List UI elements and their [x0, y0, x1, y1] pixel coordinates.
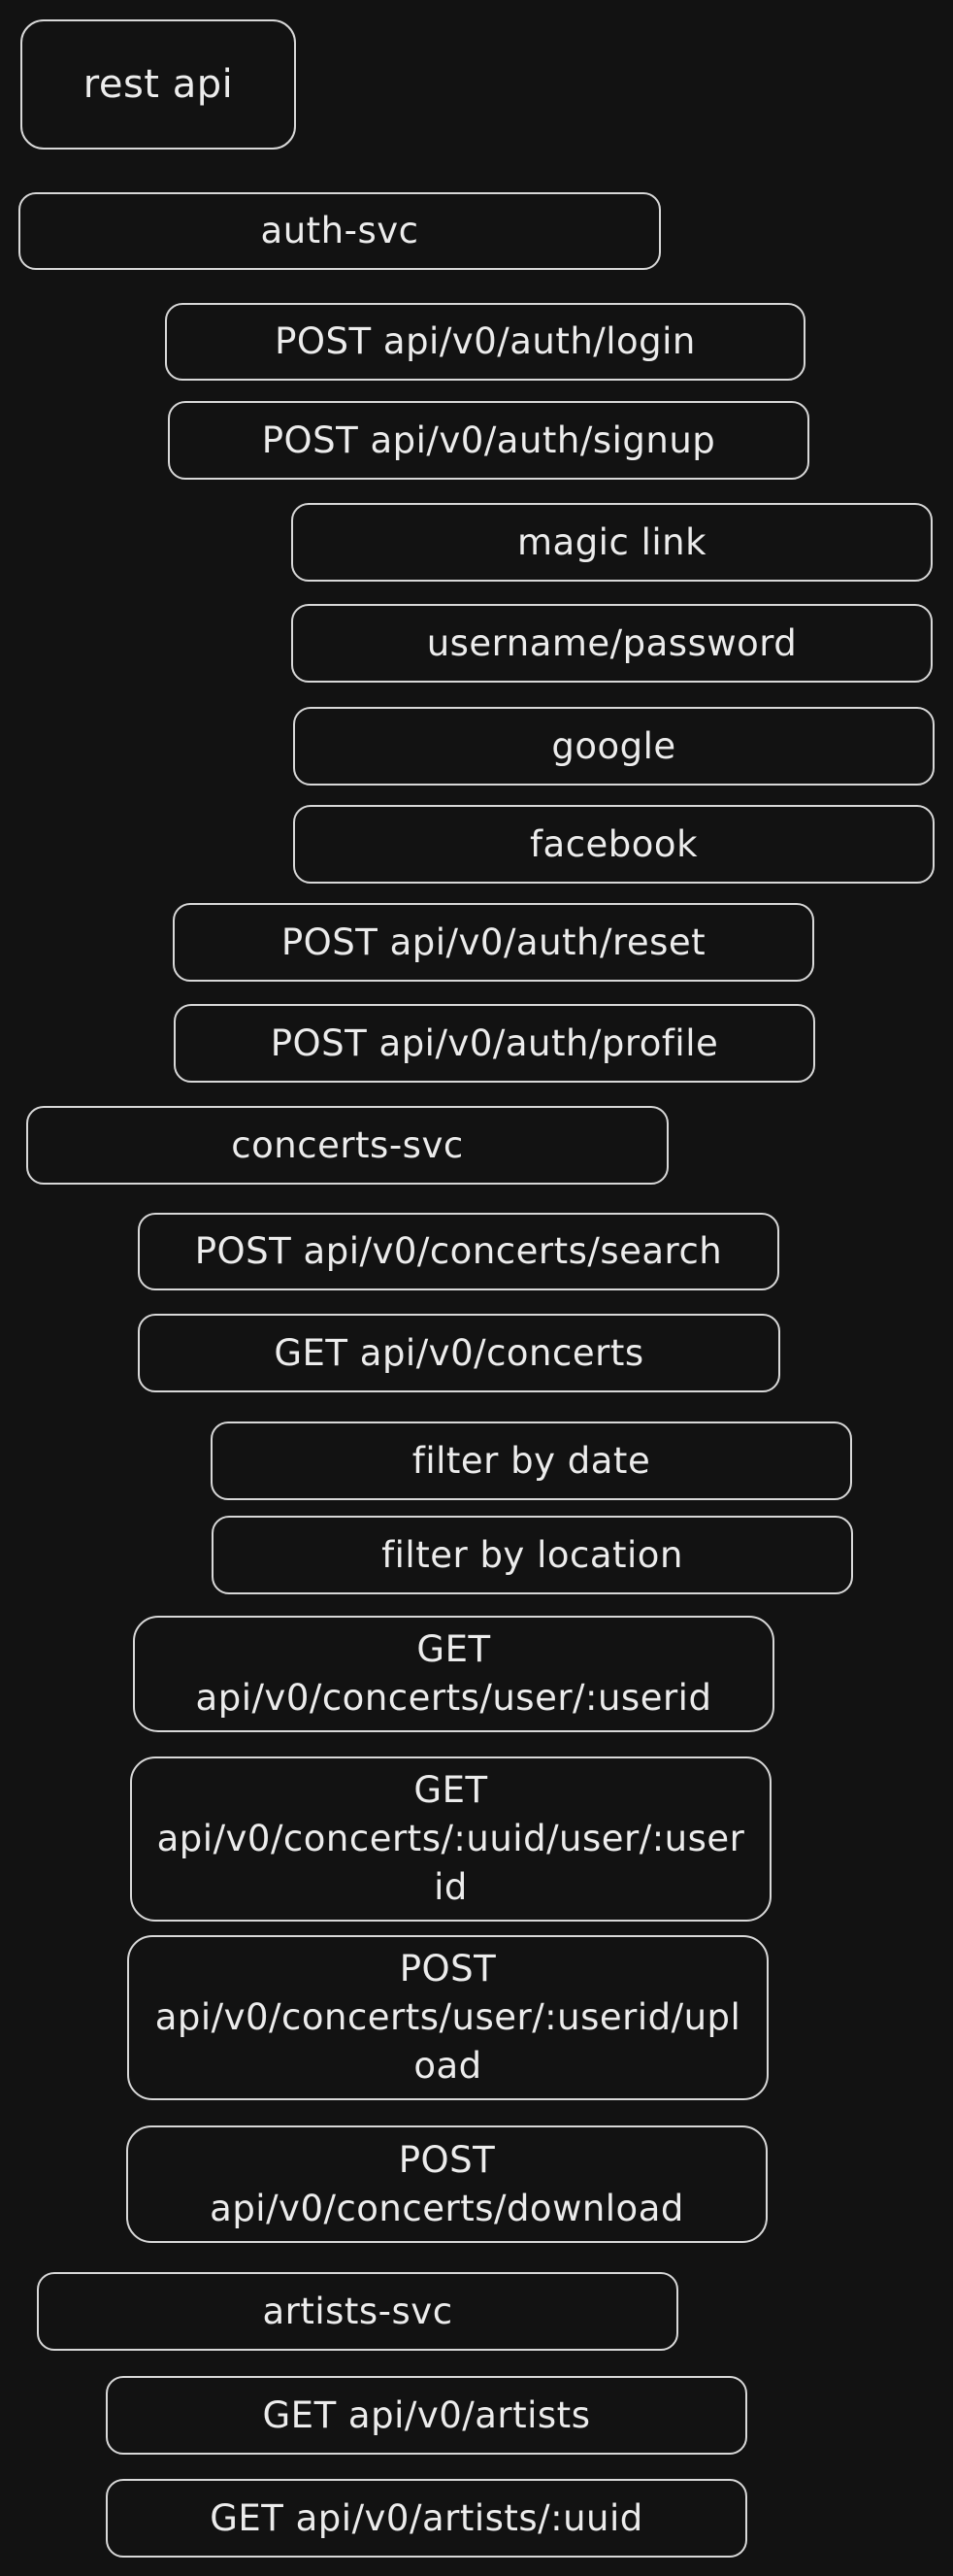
concerts-user-endpoint: GET api/v0/concerts/user/:userid — [133, 1616, 774, 1732]
auth-profile-endpoint: POST api/v0/auth/profile — [174, 1004, 815, 1083]
concerts-upload-endpoint: POST api/v0/concerts/user/:userid/upl oa… — [127, 1935, 769, 2100]
concerts-get-endpoint: GET api/v0/concerts — [138, 1314, 780, 1392]
concerts-uuid-user-endpoint: GET api/v0/concerts/:uuid/user/:user id — [130, 1756, 772, 1922]
artists-svc-node: artists-svc — [37, 2272, 678, 2351]
auth-svc-node: auth-svc — [18, 192, 661, 270]
artists-uuid-endpoint: GET api/v0/artists/:uuid — [106, 2479, 747, 2558]
concerts-search-endpoint: POST api/v0/concerts/search — [138, 1213, 779, 1290]
auth-reset-endpoint: POST api/v0/auth/reset — [173, 903, 814, 982]
concerts-download-endpoint: POST api/v0/concerts/download — [126, 2125, 768, 2243]
filter-by-date-option: filter by date — [211, 1422, 852, 1500]
rest-api-node: rest api — [20, 19, 296, 150]
filter-by-location-option: filter by location — [212, 1516, 853, 1594]
facebook-option: facebook — [293, 805, 935, 884]
google-option: google — [293, 707, 935, 786]
auth-login-endpoint: POST api/v0/auth/login — [165, 303, 805, 381]
username-password-option: username/password — [291, 604, 933, 683]
auth-signup-endpoint: POST api/v0/auth/signup — [168, 401, 809, 480]
artists-get-endpoint: GET api/v0/artists — [106, 2376, 747, 2455]
concerts-svc-node: concerts-svc — [26, 1106, 669, 1185]
magic-link-option: magic link — [291, 503, 933, 582]
